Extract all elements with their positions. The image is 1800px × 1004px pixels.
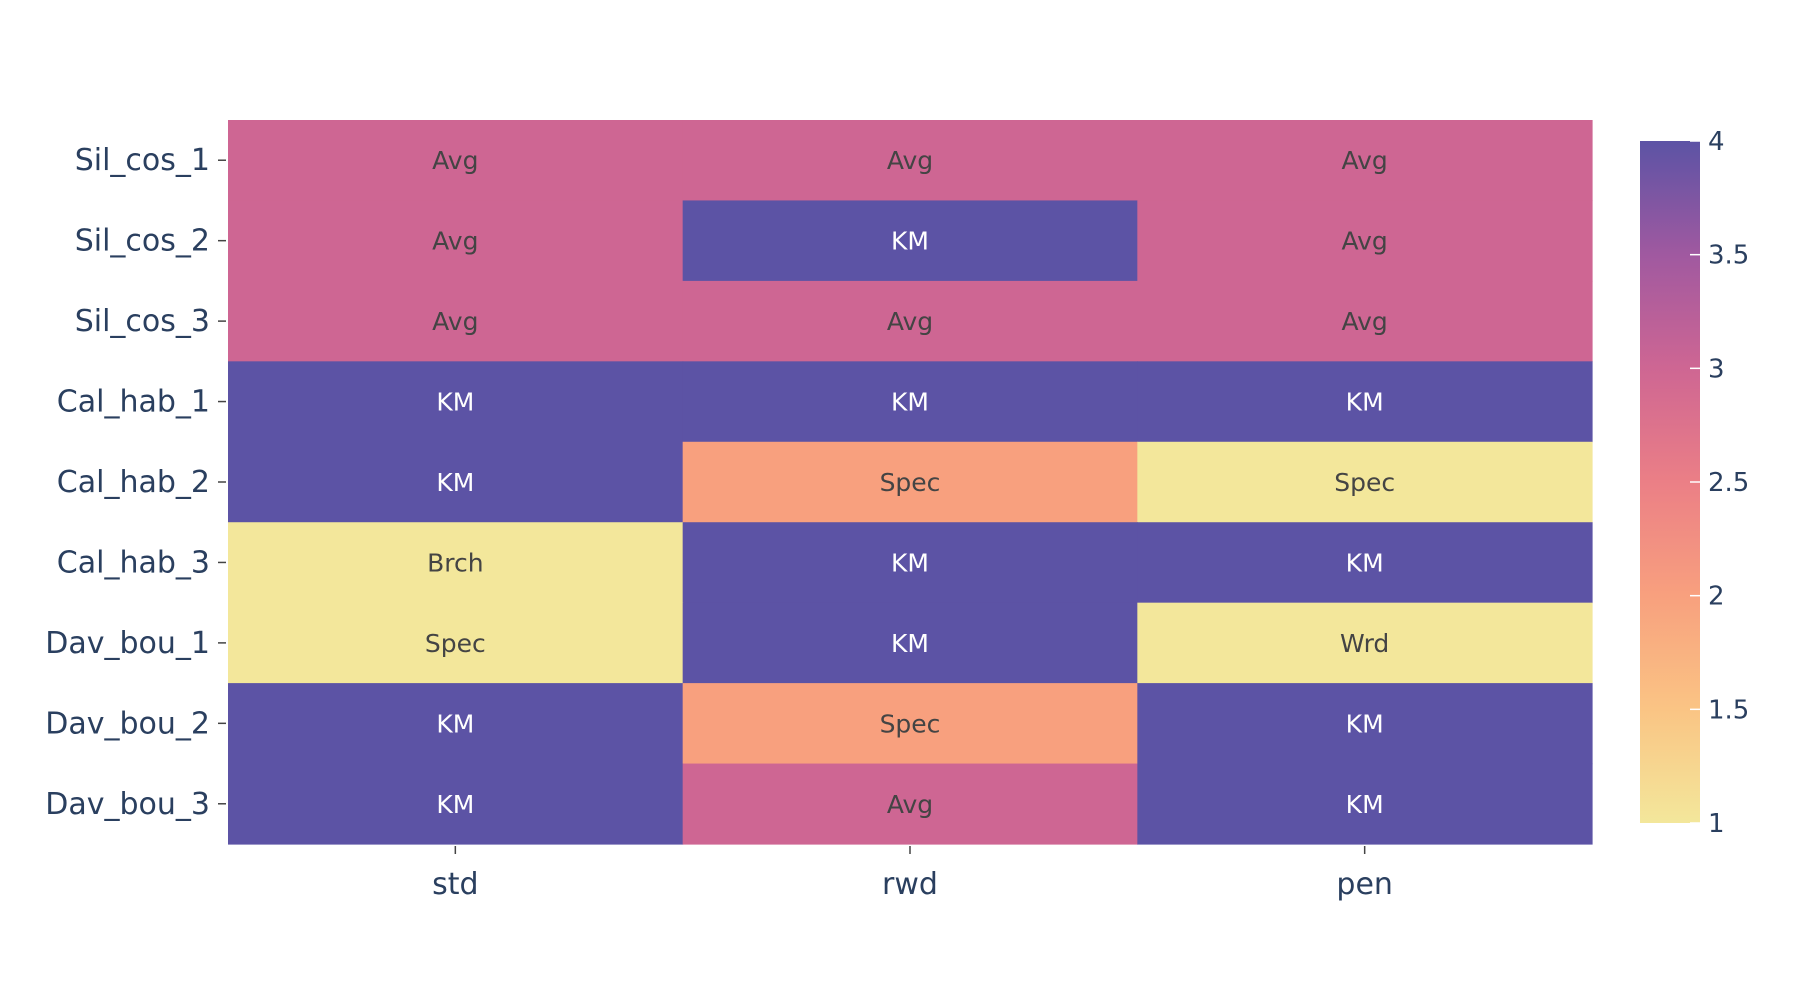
cell-label: Avg xyxy=(1342,146,1388,175)
heatmap-cell xyxy=(682,361,1138,443)
heatmap-cell xyxy=(1137,120,1593,202)
cell-label: KM xyxy=(436,388,474,417)
x-tick-label: pen xyxy=(1336,867,1393,902)
colorbar-tick-label: 2 xyxy=(1708,582,1725,612)
colorbar-tick-label: 1 xyxy=(1708,809,1725,839)
heatmap-cell xyxy=(682,280,1138,362)
y-tick-label: Cal_hab_1 xyxy=(57,385,210,420)
y-tick-label: Sil_cos_3 xyxy=(75,304,210,339)
cell-label: Spec xyxy=(880,709,941,738)
cell-label: KM xyxy=(891,629,929,658)
heatmap-cell xyxy=(682,441,1138,523)
heatmap-cell xyxy=(228,280,684,362)
y-tick-label: Sil_cos_1 xyxy=(75,143,210,178)
cell-label: KM xyxy=(891,388,929,417)
heatmap-cell xyxy=(228,522,684,604)
cell-label: KM xyxy=(436,790,474,819)
cell-label: Avg xyxy=(1342,307,1388,336)
heatmap-cell xyxy=(228,763,684,845)
y-axis: Sil_cos_1Sil_cos_2Sil_cos_3Cal_hab_1Cal_… xyxy=(45,143,226,822)
cell-label: Avg xyxy=(887,307,933,336)
y-tick-label: Dav_bou_2 xyxy=(45,706,210,741)
x-tick-label: rwd xyxy=(882,867,938,902)
colorbar-tick-label: 1.5 xyxy=(1708,695,1749,725)
heatmap-cell xyxy=(228,120,684,202)
cell-label: Avg xyxy=(432,146,478,175)
heatmap-cells xyxy=(228,120,1593,845)
heatmap-cell xyxy=(228,200,684,282)
heatmap-cell xyxy=(1137,602,1593,684)
x-tick-label: std xyxy=(432,867,478,902)
cell-label: Avg xyxy=(887,146,933,175)
cell-label: Avg xyxy=(887,790,933,819)
heatmap-cell xyxy=(682,522,1138,604)
colorbar-tick-label: 2.5 xyxy=(1708,468,1749,498)
heatmap-cell xyxy=(1137,361,1593,443)
heatmap-cell xyxy=(228,683,684,765)
heatmap-cell xyxy=(682,120,1138,202)
x-axis: std rwd pen xyxy=(432,846,1393,902)
heatmap-cell xyxy=(1137,763,1593,845)
cell-label: KM xyxy=(1346,709,1384,738)
y-tick-label: Cal_hab_3 xyxy=(57,545,210,580)
heatmap-cell xyxy=(228,602,684,684)
cell-label: KM xyxy=(436,709,474,738)
cell-label: Spec xyxy=(425,629,486,658)
heatmap-cell xyxy=(682,683,1138,765)
heatmap-cell xyxy=(1137,441,1593,523)
cell-label: KM xyxy=(891,227,929,256)
cell-label: Spec xyxy=(1334,468,1395,497)
cell-label: Avg xyxy=(1342,227,1388,256)
cell-label: KM xyxy=(436,468,474,497)
colorbar-tick-label: 3.5 xyxy=(1708,241,1749,271)
y-tick-label: Dav_bou_3 xyxy=(45,787,210,822)
heatmap-cell xyxy=(1137,280,1593,362)
y-tick-label: Sil_cos_2 xyxy=(75,224,210,259)
heatmap-cell xyxy=(1137,522,1593,604)
cell-label: Wrd xyxy=(1340,629,1389,658)
heatmap-cell xyxy=(682,602,1138,684)
cell-label: KM xyxy=(1346,790,1384,819)
y-tick-label: Dav_bou_1 xyxy=(45,626,210,661)
y-tick-label: Cal_hab_2 xyxy=(57,465,210,500)
cell-label: Avg xyxy=(432,227,478,256)
cell-label: KM xyxy=(891,548,929,577)
heatmap-cell xyxy=(228,441,684,523)
heatmap-cell xyxy=(682,763,1138,845)
heatmap-cell xyxy=(1137,200,1593,282)
colorbar-tick-label: 4 xyxy=(1708,127,1725,157)
cell-label: KM xyxy=(1346,548,1384,577)
heatmap-cell xyxy=(228,361,684,443)
colorbar-tick-label: 3 xyxy=(1708,354,1725,384)
heatmap-cell xyxy=(682,200,1138,282)
cell-label: Spec xyxy=(880,468,941,497)
cell-label: KM xyxy=(1346,388,1384,417)
cell-label: Avg xyxy=(432,307,478,336)
heatmap-cell xyxy=(1137,683,1593,765)
colorbar: 1 1.5 2 2.5 3 3.5 4 xyxy=(1640,127,1749,839)
cell-label: Brch xyxy=(427,548,483,577)
